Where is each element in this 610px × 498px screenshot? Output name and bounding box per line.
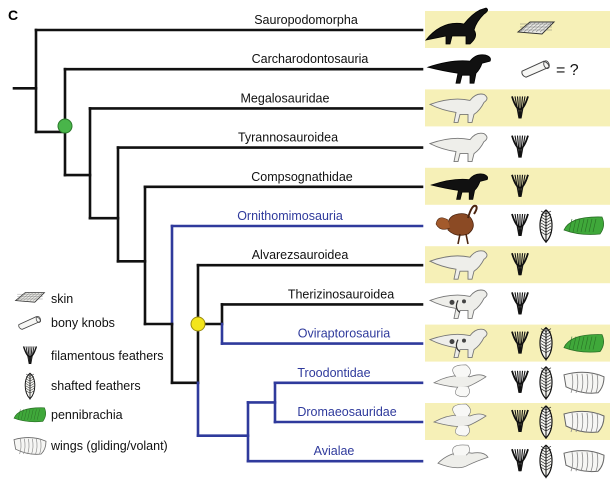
taxon-label: Ornithomimosauria: [237, 209, 343, 223]
filamentous-feather-icon: [511, 448, 529, 472]
cladogram-tree: [12, 28, 424, 463]
small-theropod-silhouette-icon: [430, 173, 489, 200]
bony-knob-icon: [18, 315, 42, 330]
taxon-labels: SauropodomorphaCarcharodontosauriaMegalo…: [237, 13, 397, 458]
shafted-feather-icon: [539, 209, 553, 243]
taxon-label: Therizinosauroidea: [288, 287, 394, 301]
filamentous-feather-icon: [511, 96, 529, 119]
shafted-feather-icon: [24, 372, 36, 400]
legend-label: wings (gliding/volant): [50, 439, 168, 453]
taxon-label: Sauropodomorpha: [254, 13, 358, 27]
therizinosaur-icon: [428, 289, 488, 319]
oviraptorosaur-icon: [428, 328, 488, 359]
pennibrachia-icon: [563, 334, 604, 353]
taxon-label: Alvarezsauroidea: [252, 248, 349, 262]
wing-icon: [563, 371, 605, 394]
wing-icon: [13, 437, 47, 455]
wing-icon: [563, 410, 605, 433]
theropod-outline-icon: [428, 250, 488, 280]
trait-icons: = ?: [511, 21, 605, 479]
taxon-label: Avialae: [314, 444, 355, 458]
taxon-silhouettes: [425, 7, 491, 469]
taxon-label: Carcharodontosauria: [252, 52, 369, 66]
legend-label: skin: [51, 292, 73, 306]
filamentous-feather-icon: [511, 213, 529, 237]
wing-icon: [563, 450, 605, 473]
panel-label: C: [8, 7, 18, 23]
theropod-outline-icon: [428, 132, 488, 163]
shafted-feather-icon: [539, 444, 553, 479]
legend-label: bony knobs: [51, 316, 115, 330]
filamentous-feather-icon: [511, 370, 529, 393]
taxon-label: Troodontidae: [297, 366, 370, 380]
pennibrachia-icon: [563, 216, 604, 235]
node-marker-yellow: [190, 316, 206, 332]
legend-label: pennibrachia: [51, 408, 123, 422]
sauropod-silhouette-icon: [425, 7, 488, 45]
bird-icon: [437, 444, 489, 469]
shafted-feather-icon: [539, 326, 553, 361]
winged-theropod-icon: [432, 403, 487, 437]
legend: skin bony knobs filamentous feathers shafte…: [13, 292, 168, 455]
legend-label: shafted feathers: [51, 379, 141, 393]
taxon-label: Dromaeosauridae: [297, 405, 396, 419]
theropod-silhouette-icon: [426, 54, 491, 84]
node-marker-green: [57, 118, 73, 134]
skin-icon: [516, 21, 556, 35]
filamentous-feather-icon: [511, 174, 529, 197]
feathered-ornithomimid-icon: [435, 204, 478, 245]
legend-label: filamentous feathers: [51, 349, 164, 363]
taxon-label: Compsognathidae: [251, 170, 353, 184]
taxon-label: Megalosauridae: [241, 91, 330, 105]
taxon-label: Oviraptorosauria: [298, 327, 390, 341]
bony-knob-icon: [521, 60, 550, 78]
shafted-feather-icon: [539, 366, 553, 400]
theropod-outline-icon: [428, 93, 488, 123]
filamentous-feather-icon: [511, 331, 529, 354]
shafted-feather-icon: [539, 405, 553, 439]
pennibrachia-icon: [13, 407, 46, 423]
winged-theropod-icon: [432, 364, 487, 398]
uncertainty-note: = ?: [556, 62, 579, 79]
filamentous-feather-icon: [511, 409, 529, 433]
taxon-label: Tyrannosauroidea: [238, 131, 338, 145]
filamentous-feather-icon: [511, 135, 529, 158]
filamentous-feather-icon: [511, 252, 529, 276]
filamentous-feather-icon: [511, 292, 529, 315]
filamentous-feather-icon: [22, 346, 38, 365]
skin-icon: [14, 292, 46, 303]
